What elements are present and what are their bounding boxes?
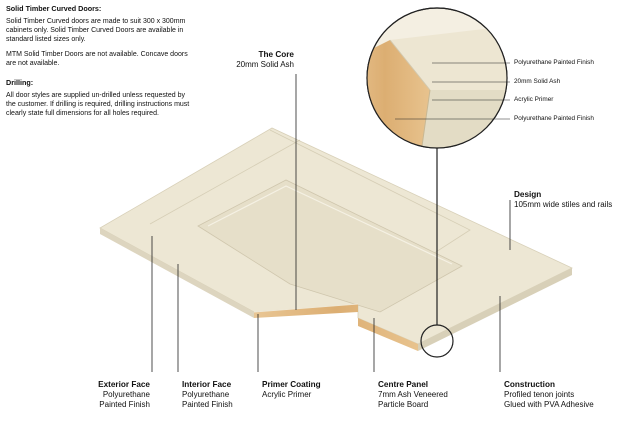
core-sub: 20mm Solid Ash [236,60,294,69]
interior-callout: Interior Face Polyurethane Painted Finis… [182,380,258,410]
centre-title: Centre Panel [378,380,429,389]
primer-sub: Acrylic Primer [262,390,312,399]
core-title: The Core [258,50,295,59]
zoom-label-1: Polyurethane Painted Finish [514,59,594,66]
interior-sub2: Painted Finish [182,400,233,409]
primer-callout: Primer Coating Acrylic Primer [262,380,352,400]
design-callout: Design 105mm wide stiles and rails [514,190,618,210]
primer-title: Primer Coating [262,380,321,389]
exterior-sub1: Polyurethane [102,390,150,399]
exterior-callout: Exterior Face Polyurethane Painted Finis… [60,380,150,410]
core-callout: The Core 20mm Solid Ash [200,50,294,70]
curved-paragraph-1: Solid Timber Curved doors are made to su… [6,18,186,43]
centre-sub2: Particle Board [378,400,429,409]
exterior-title: Exterior Face [98,380,150,389]
construction-sub2: Glued with PVA Adhesive [504,400,594,409]
design-title: Design [514,190,542,199]
interior-sub1: Polyurethane [182,390,230,399]
zoom-label-2: 20mm Solid Ash [514,78,561,85]
centre-sub1: 7mm Ash Veneered [378,390,448,399]
exterior-sub2: Painted Finish [99,400,150,409]
zoom-label-3: Acrylic Primer [514,96,554,103]
notes-panel: Solid Timber Curved Doors: Solid Timber … [6,4,196,124]
curved-heading: Solid Timber Curved Doors: [6,4,102,13]
drilling-paragraph: All door styles are supplied un-drilled … [6,92,190,117]
construction-callout: Construction Profiled tenon joints Glued… [504,380,616,410]
construction-title: Construction [504,380,555,389]
design-sub: 105mm wide stiles and rails [514,200,613,209]
drilling-heading: Drilling: [6,78,34,87]
centre-callout: Centre Panel 7mm Ash Veneered Particle B… [378,380,474,410]
centre-panel-recess [197,179,463,313]
zoom-label-4: Polyurethane Painted Finish [514,115,594,122]
construction-sub1: Profiled tenon joints [504,390,575,399]
curved-paragraph-2: MTM Solid Timber Doors are not available… [6,51,188,67]
interior-title: Interior Face [182,380,232,389]
